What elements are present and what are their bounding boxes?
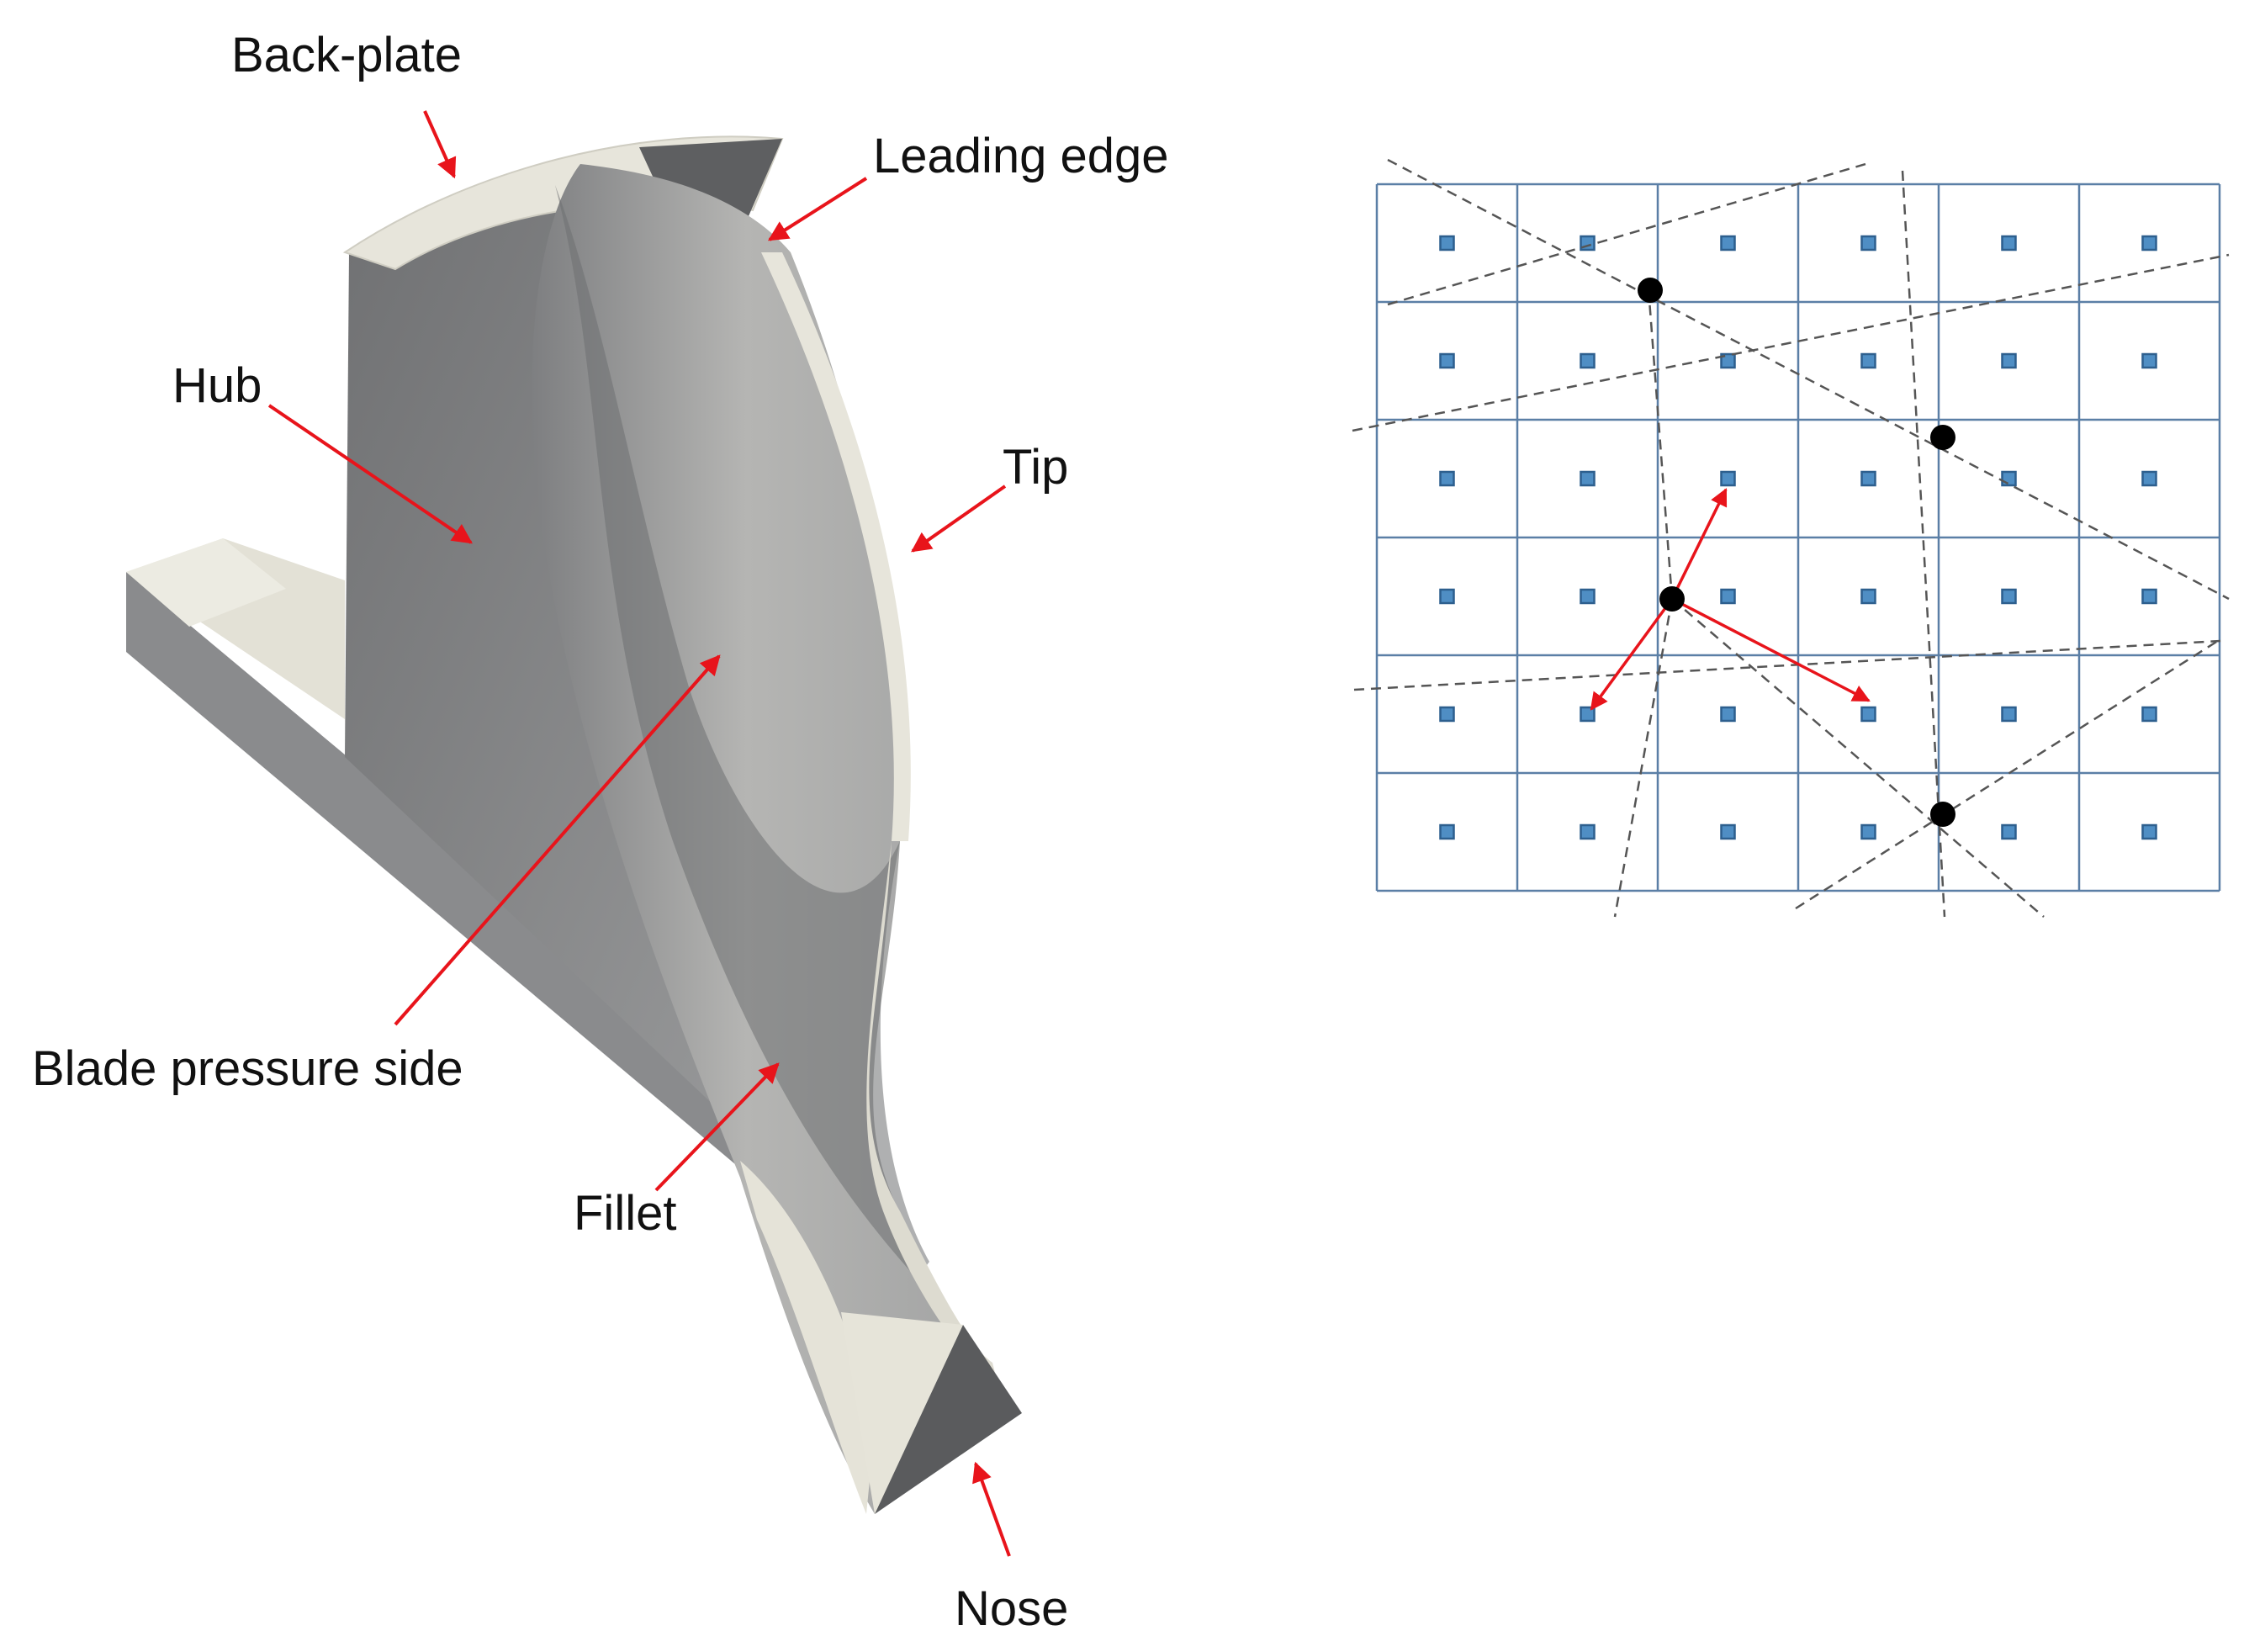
- fillet-arrow: [654, 1062, 780, 1192]
- cell-center-marker: [1580, 706, 1596, 723]
- blade-pressure-side-arrow: [394, 654, 721, 1026]
- label-leading-edge: Leading edge: [873, 129, 1169, 183]
- blade-pressure-side: [532, 164, 1009, 1514]
- cell-center-marker: [1720, 235, 1736, 252]
- cell-center-marker: [2141, 352, 2157, 369]
- cell-center-marker: [2001, 470, 2017, 487]
- nose: [841, 1312, 1022, 1514]
- cell-center-marker: [1439, 706, 1455, 723]
- dashed-connection-line: [1353, 639, 2221, 691]
- nose-arrow: [972, 1461, 1011, 1557]
- cell-center-marker: [2141, 706, 2157, 723]
- cell-center-marker: [1439, 470, 1455, 487]
- label-blade-pressure-side: Blade pressure side: [32, 1041, 463, 1096]
- vector-arrow: [1671, 597, 1871, 702]
- cell-center-marker: [2001, 588, 2017, 605]
- blade-tip: [761, 252, 911, 841]
- cell-center-marker: [2141, 823, 2157, 840]
- blade-annotation-arrows: [267, 110, 1011, 1557]
- cell-center-marker: [1580, 470, 1596, 487]
- dashed-connection-line: [1387, 158, 2230, 601]
- hub-arm: [126, 538, 841, 1253]
- leading-edge-arrow: [767, 177, 868, 241]
- dashed-connections: [1352, 158, 2230, 918]
- cell-center-marker: [1720, 352, 1736, 369]
- label-back-plate: Back-plate: [231, 28, 462, 82]
- tip-arrow: [911, 484, 1007, 553]
- vector-arrow: [1670, 488, 1728, 600]
- label-hub: Hub: [172, 358, 262, 413]
- cell-center-marker: [1439, 588, 1455, 605]
- node-dot: [1638, 278, 1663, 303]
- cell-center-marker: [2001, 706, 2017, 723]
- cell-center-marker: [2001, 352, 2017, 369]
- node-dot: [1930, 425, 1955, 450]
- cell-center-marker: [1860, 706, 1876, 723]
- cell-center-marker: [1580, 823, 1596, 840]
- cell-center-marker: [2141, 588, 2157, 605]
- cell-center-marker: [1860, 823, 1876, 840]
- cell-center-marker: [2141, 235, 2157, 252]
- cell-center-marker: [1860, 352, 1876, 369]
- cell-center-marker: [1720, 823, 1736, 840]
- dashed-connection-line: [1901, 170, 1946, 918]
- dashed-connection-line: [1613, 598, 1674, 918]
- cell-center-marker: [1439, 823, 1455, 840]
- label-fillet: Fillet: [574, 1186, 676, 1241]
- fillet-band: [740, 841, 1001, 1514]
- cell-center-marker: [1580, 588, 1596, 605]
- cell-center-marker: [1720, 588, 1736, 605]
- node-dot: [1930, 802, 1955, 827]
- node-dot: [1659, 586, 1685, 612]
- dashed-connection-line: [1671, 598, 2045, 918]
- vector-arrows: [1590, 488, 1871, 711]
- blade-geometry: Back-plate Leading edge Hub Tip Blade pr…: [32, 28, 1169, 1636]
- dashed-connection-line: [1647, 288, 1674, 600]
- cell-center-marker: [1860, 470, 1876, 487]
- hub-arrow: [267, 404, 473, 544]
- cell-center-marker: [1860, 235, 1876, 252]
- back-plate-arrow: [423, 110, 457, 179]
- cell-center-marker: [1580, 352, 1596, 369]
- grid-diagram: [1352, 158, 2230, 918]
- label-tip: Tip: [1003, 440, 1068, 495]
- label-nose: Nose: [955, 1581, 1068, 1636]
- cell-center-marker: [1860, 588, 1876, 605]
- cell-center-marker: [1439, 352, 1455, 369]
- vector-arrow: [1590, 597, 1674, 711]
- cell-center-marker: [2001, 235, 2017, 252]
- grid-lines: [1375, 183, 2221, 892]
- cell-center-marker: [1720, 706, 1736, 723]
- nodes: [1638, 278, 1955, 827]
- cell-center-marker: [2141, 470, 2157, 487]
- cell-center-marker: [1720, 470, 1736, 487]
- dashed-connection-line: [1352, 253, 2230, 432]
- cell-center-marker: [1439, 235, 1455, 252]
- cell-center-marker: [2001, 823, 2017, 840]
